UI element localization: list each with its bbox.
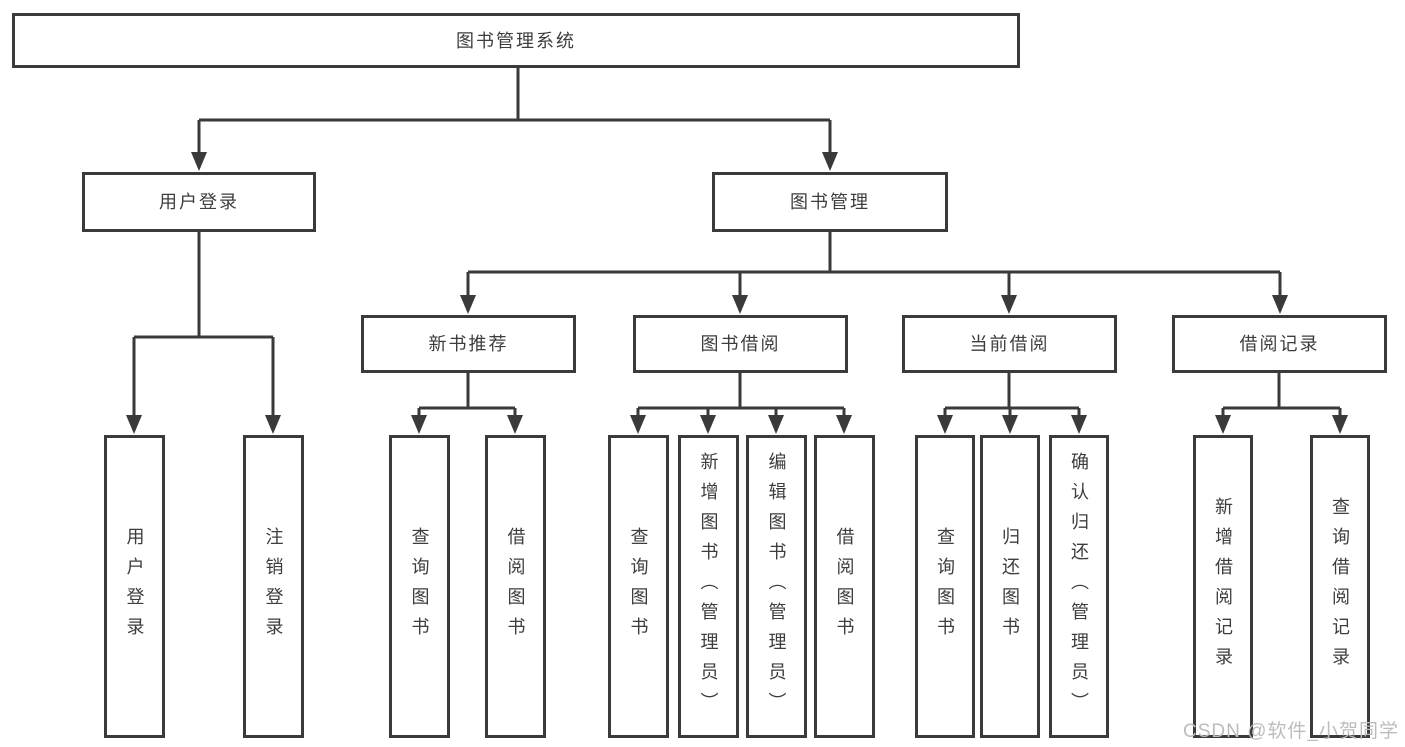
leaf-borrow-books-recommend: 借阅图书 (485, 435, 546, 738)
node-label: 借阅图书 (834, 526, 855, 647)
leaf-add-books-admin: 新增图书（管理员） (678, 435, 739, 738)
node-label: 新增借阅记录 (1213, 496, 1233, 677)
leaf-edit-books-admin: 编辑图书（管理员） (746, 435, 807, 738)
leaf-query-borrow-record: 查询借阅记录 (1310, 435, 1370, 738)
leaf-add-borrow-record: 新增借阅记录 (1193, 435, 1253, 738)
node-label: 新增图书（管理员） (698, 451, 719, 722)
node-label: 查询借阅记录 (1330, 496, 1350, 677)
leaf-return-books: 归还图书 (980, 435, 1040, 738)
leaf-query-books-recommend: 查询图书 (389, 435, 450, 738)
node-label: 确认归还（管理员） (1069, 451, 1089, 722)
leaf-confirm-return-admin: 确认归还（管理员） (1049, 435, 1109, 738)
leaf-query-books-borrowing: 查询图书 (608, 435, 669, 738)
node-label: 查询图书 (409, 526, 430, 647)
leaf-borrow-books: 借阅图书 (814, 435, 875, 738)
node-book-management: 图书管理 (712, 172, 948, 232)
leaf-query-books-current: 查询图书 (915, 435, 975, 738)
node-new-book-recommendation: 新书推荐 (361, 315, 576, 373)
node-book-borrowing: 图书借阅 (633, 315, 848, 373)
node-label: 用户登录 (159, 192, 239, 212)
node-label: 查询图书 (628, 526, 649, 647)
node-user-login: 用户登录 (82, 172, 316, 232)
node-label: 查询图书 (935, 526, 955, 647)
node-label: 归还图书 (1000, 526, 1020, 647)
node-label: 用户登录 (124, 526, 145, 647)
csdn-watermark: CSDN @软件_小贺同学 (1183, 721, 1399, 742)
node-borrowing-records: 借阅记录 (1172, 315, 1387, 373)
node-label: 借阅记录 (1239, 334, 1320, 354)
node-label: 新书推荐 (428, 334, 509, 354)
node-current-borrowing: 当前借阅 (902, 315, 1117, 373)
node-label: 注销登录 (263, 526, 284, 647)
node-label: 编辑图书（管理员） (766, 451, 787, 722)
leaf-user-login: 用户登录 (104, 435, 165, 738)
node-label: 图书借阅 (700, 334, 781, 354)
node-library-management-system: 图书管理系统 (12, 13, 1020, 68)
node-label: 图书管理系统 (456, 30, 576, 51)
node-label: 借阅图书 (505, 526, 526, 647)
leaf-logout-login: 注销登录 (243, 435, 304, 738)
node-label: 当前借阅 (969, 334, 1050, 354)
node-label: 图书管理 (790, 192, 870, 212)
